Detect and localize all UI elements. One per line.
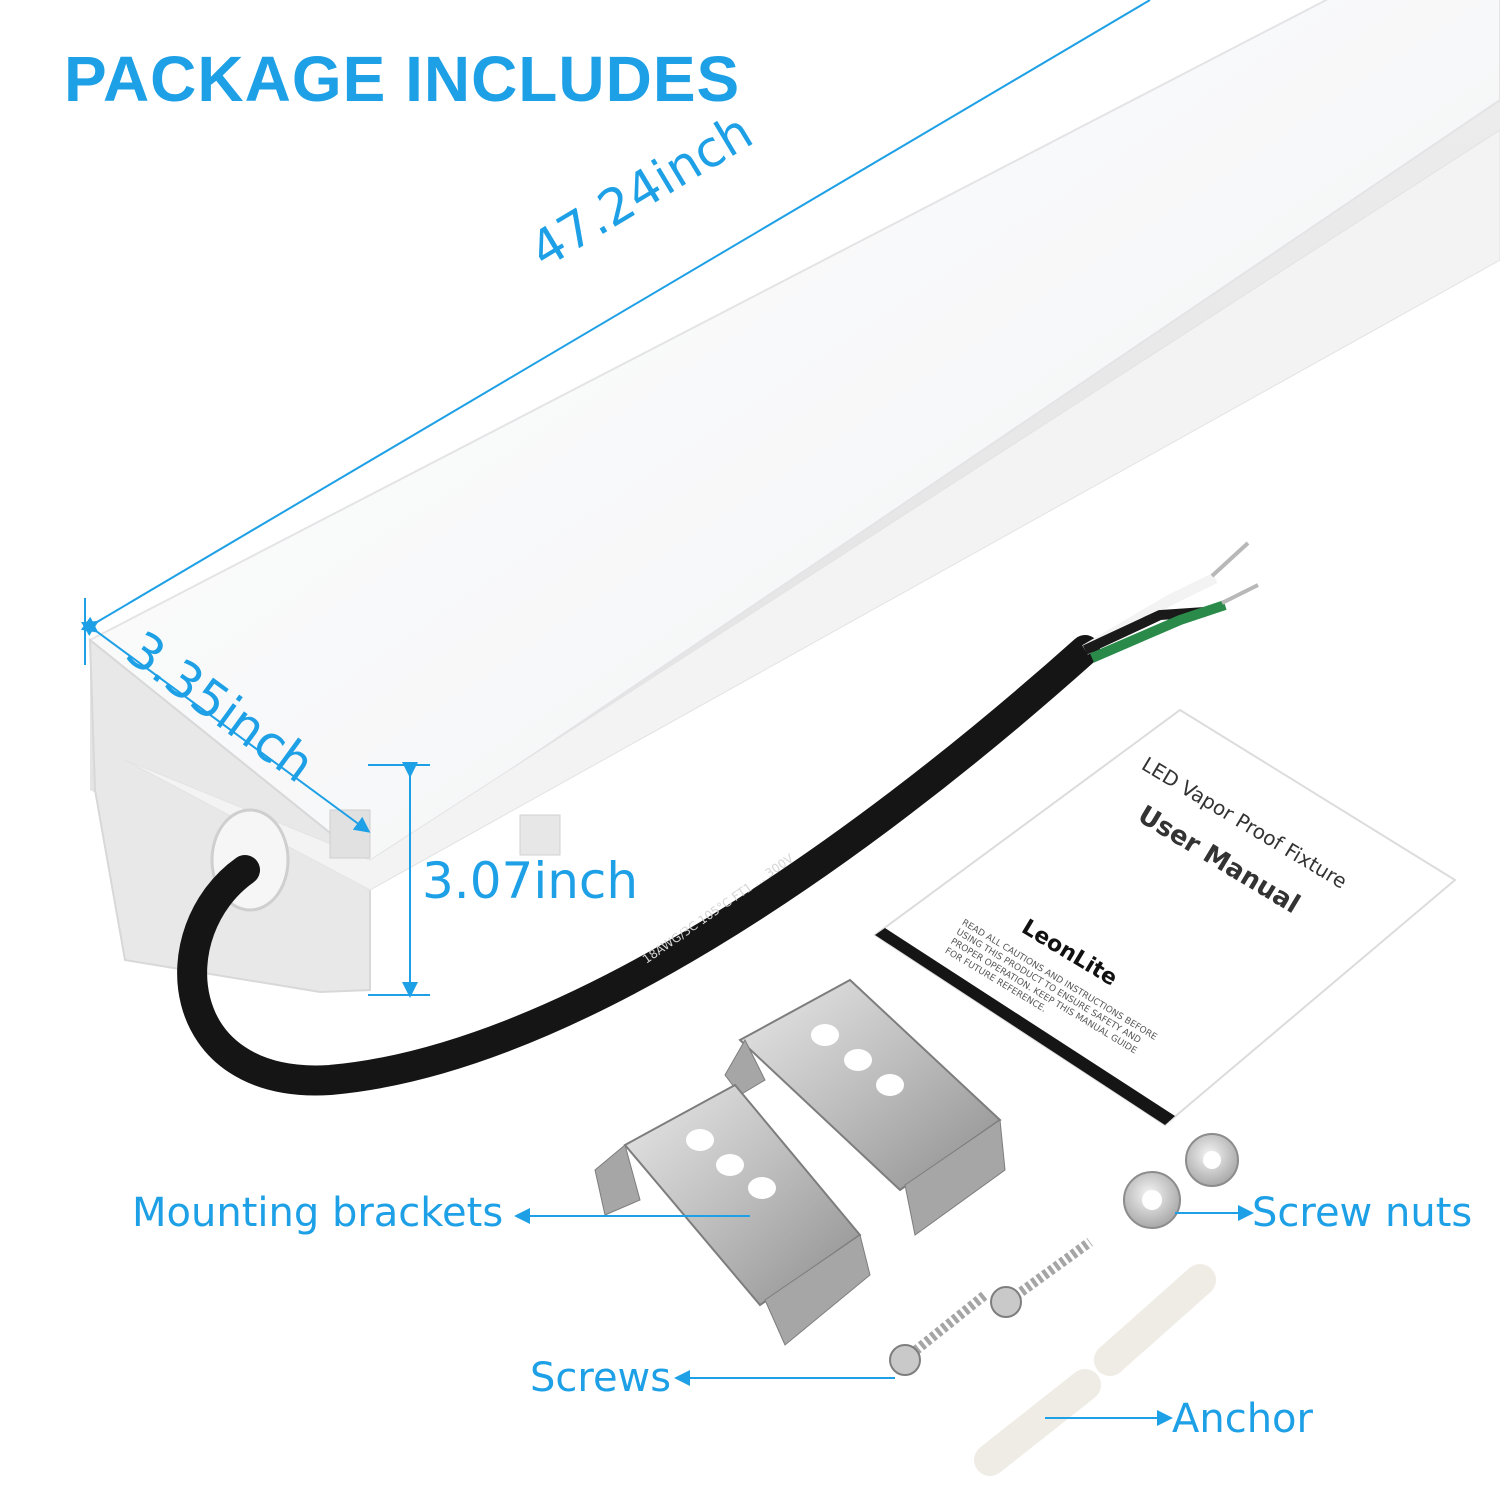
height-dimension-label: 3.07inch <box>422 852 639 910</box>
anchor-upper <box>1094 1264 1216 1376</box>
washer-front-hole <box>1142 1190 1162 1210</box>
wire-green <box>1090 600 1227 663</box>
fixture-lower-housing <box>124 129 1500 891</box>
screws-label: Screws <box>530 1355 672 1401</box>
power-cable <box>177 541 1259 1096</box>
package-includes-heading: PACKAGE INCLUDES <box>64 43 741 115</box>
screw-head-lower <box>889 1344 921 1376</box>
cable-jacket <box>177 635 1100 1096</box>
wall-anchors <box>974 1264 1216 1476</box>
mounting-brackets-label: Mounting brackets <box>132 1190 504 1236</box>
mounting-bracket-rear <box>724 978 1006 1236</box>
user-manual <box>873 708 1457 1127</box>
bracket-front-leg-left <box>594 1144 641 1216</box>
dimension-lines <box>80 0 1151 998</box>
washer-back-hole <box>1203 1151 1221 1169</box>
anchor-label: Anchor <box>1172 1396 1313 1442</box>
bracket-hole <box>686 1129 714 1151</box>
length-dimension-line <box>81 0 1151 636</box>
screws <box>889 1237 1093 1376</box>
mounting-bracket-front <box>594 1083 871 1346</box>
bracket-hole <box>716 1154 744 1176</box>
bracket-hole <box>811 1024 839 1046</box>
bracket-hole <box>844 1049 872 1071</box>
bracket-hole <box>748 1177 776 1199</box>
wire-tip-2 <box>1221 583 1259 605</box>
manual-black-band <box>875 928 1175 1125</box>
anchor-lower <box>974 1369 1101 1476</box>
bracket-rear-leg-right <box>904 1119 1006 1236</box>
width-dimension-line <box>80 616 371 833</box>
housing-clip <box>519 814 561 856</box>
bracket-front-leg-right <box>764 1234 871 1346</box>
bracket-hole <box>876 1074 904 1096</box>
screw-nuts-label: Screw nuts <box>1252 1190 1473 1236</box>
screw-shaft-upper <box>1007 1237 1093 1305</box>
washers <box>1123 1133 1239 1229</box>
screw-head-upper <box>990 1286 1022 1318</box>
wire-tip-1 <box>1210 541 1250 578</box>
screw-shaft-lower <box>906 1291 989 1359</box>
callout-leaders <box>514 1205 1254 1426</box>
